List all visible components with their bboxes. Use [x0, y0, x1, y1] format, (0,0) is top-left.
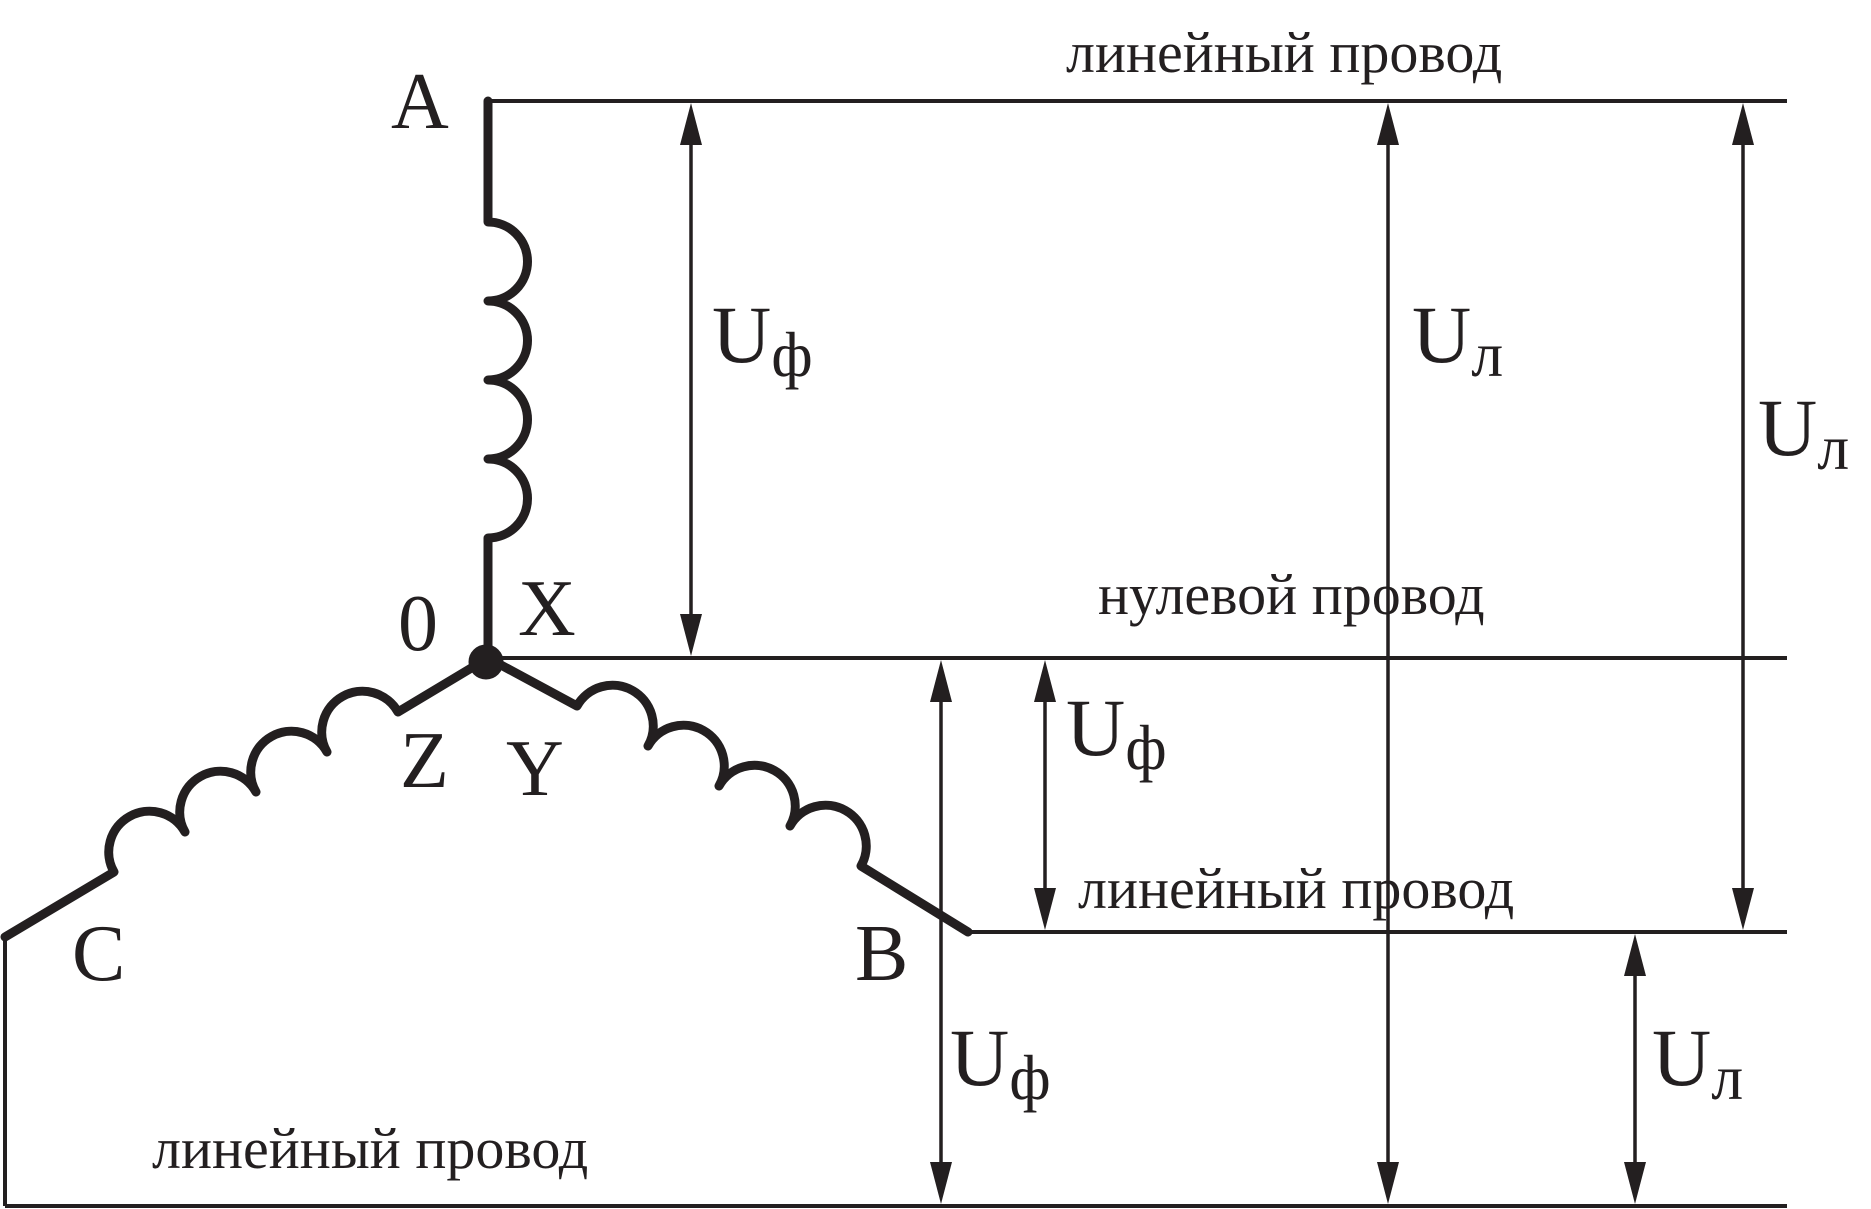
terminal-c-label: C — [72, 910, 125, 998]
terminal-y-label: Y — [506, 725, 564, 813]
winding-b — [483, 653, 973, 937]
winding-c — [0, 653, 493, 942]
terminal-z-label: Z — [400, 717, 449, 805]
neutral-node — [468, 644, 504, 680]
line-wire-b-label: линейный провод — [1078, 856, 1514, 921]
line-wire-c-label: линейный провод — [152, 1116, 588, 1181]
arrow-uf-a — [680, 103, 702, 656]
voltage-uf-b-label: Uф — [1066, 682, 1167, 783]
terminal-x-label: X — [518, 565, 576, 653]
voltage-uf-a-label: Uф — [712, 289, 813, 390]
terminal-b-label: B — [855, 910, 908, 998]
voltage-uf-c-label: Uф — [950, 1012, 1051, 1113]
arrow-ul-ab — [1732, 103, 1754, 930]
arrow-ul-ac — [1377, 103, 1399, 1204]
arrow-uf-c — [930, 660, 952, 1204]
voltage-ul-ab-label: Uл — [1758, 382, 1849, 483]
line-wire-a-label: линейный провод — [1066, 20, 1502, 85]
voltage-ul-bc-label: Uл — [1652, 1012, 1743, 1113]
terminal-a-label: A — [391, 58, 449, 146]
neutral-wire-label: нулевой провод — [1098, 562, 1485, 627]
winding-a — [483, 96, 532, 663]
voltage-ul-ac-label: Uл — [1412, 289, 1503, 390]
neutral-zero-label: 0 — [398, 580, 438, 668]
arrow-uf-b — [1034, 660, 1056, 930]
arrow-ul-bc — [1624, 934, 1646, 1204]
